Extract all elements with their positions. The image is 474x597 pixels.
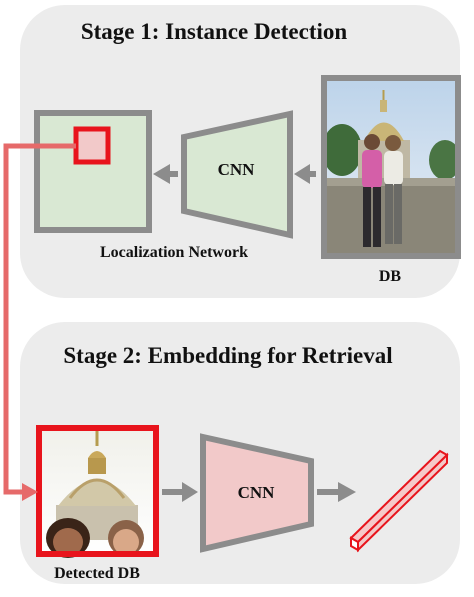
connector-arrowhead (22, 483, 38, 501)
detection-connector (3, 143, 76, 501)
db-photo-frame (321, 75, 461, 259)
stage2-cnn-block (200, 433, 314, 553)
detected-db-label: Detected DB (54, 565, 140, 582)
arrow-cnn-to-localization-head (153, 164, 170, 184)
arrow-db-to-cnn-head (294, 164, 310, 184)
localization-network-box (34, 110, 152, 233)
connector-line (3, 143, 76, 495)
db-photo (322, 78, 461, 256)
stage2-cnn-label: CNN (238, 483, 276, 502)
stage1-panel: Stage 1: Instance Detection Localization… (20, 5, 461, 298)
arrow-detected-to-cnn-head (182, 482, 198, 502)
embedding-vector-icon (349, 449, 449, 553)
stage1-title: Stage 1: Instance Detection (81, 19, 348, 44)
db-label: DB (379, 268, 402, 285)
stage1-cnn-label: CNN (218, 160, 256, 179)
detected-db-frame (36, 425, 159, 557)
arrow-cnn-to-embedding-head (338, 482, 356, 502)
detected-db-photo (39, 428, 156, 558)
stage2-panel: Stage 2: Embedding for Retrieval Detecte… (20, 322, 460, 584)
detected-region-box (73, 126, 111, 165)
stage1-cnn-block (181, 110, 293, 239)
localization-network-label: Localization Network (100, 244, 248, 261)
stage2-title: Stage 2: Embedding for Retrieval (63, 343, 392, 368)
